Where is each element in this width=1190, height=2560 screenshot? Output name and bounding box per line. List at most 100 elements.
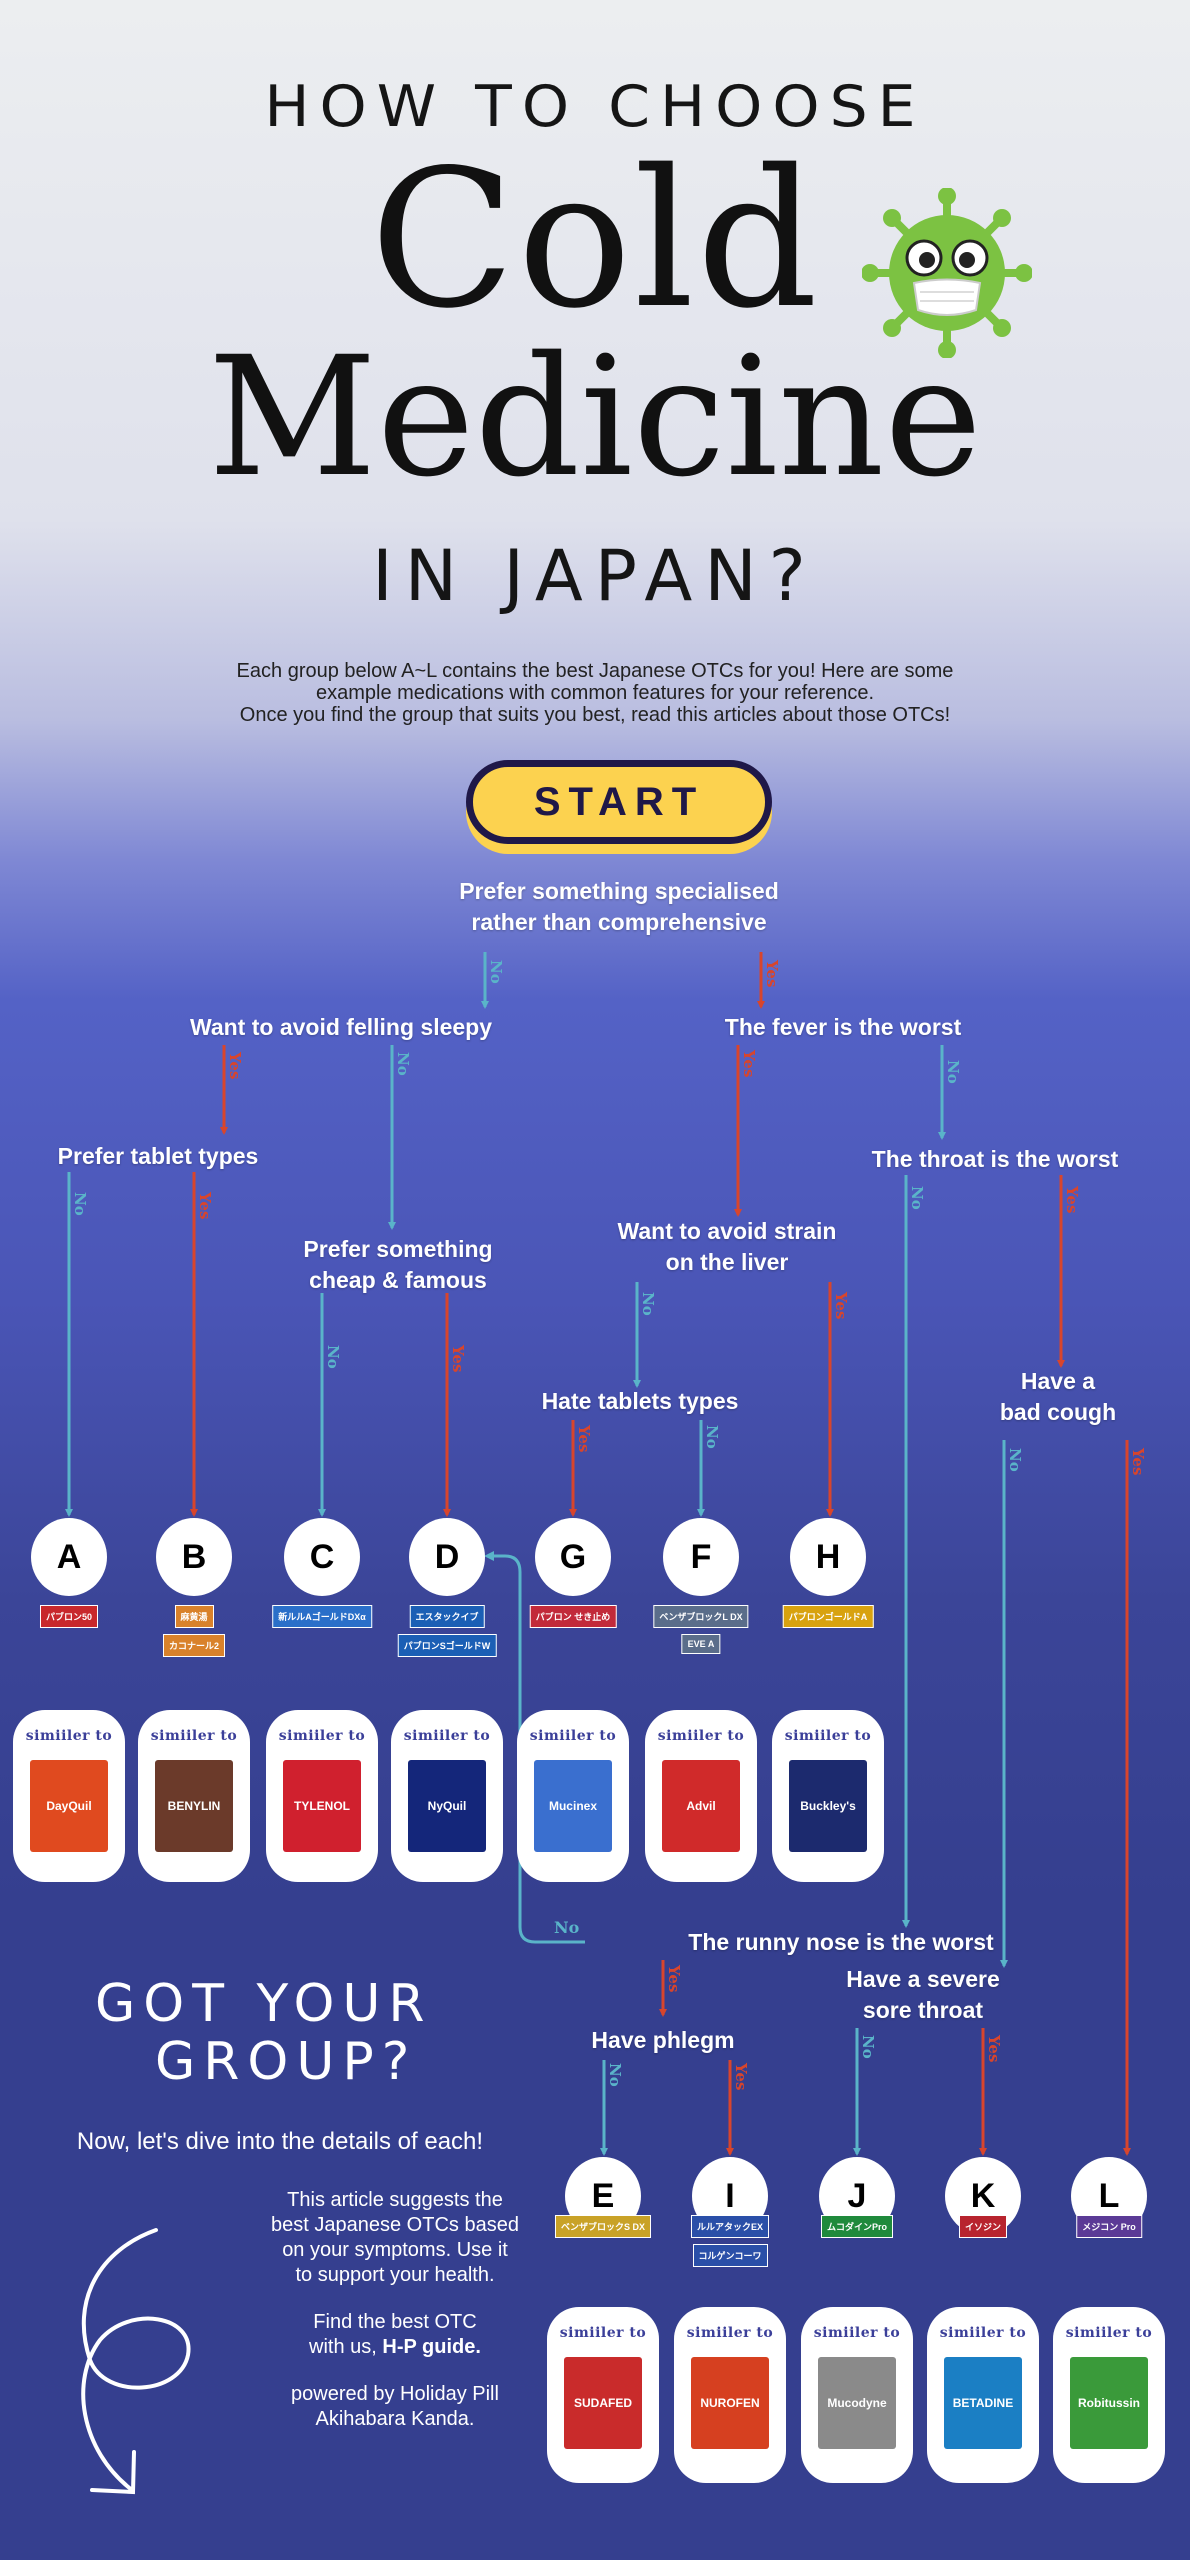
group-badge-d[interactable]: D xyxy=(409,1518,485,1596)
question-line: Want to avoid strain xyxy=(617,1218,837,1244)
question-line: Prefer something xyxy=(303,1236,493,1262)
similar-product-image: Mucodyne xyxy=(818,2357,896,2449)
virus-with-mask-icon xyxy=(862,188,1032,358)
question-line: sore throat xyxy=(862,1997,984,2023)
group-badge-g[interactable]: G xyxy=(535,1518,611,1596)
similar-to-label: simiiler to xyxy=(150,1728,238,1744)
japanese-products: ルルアタックEX コルゲンコーワ xyxy=(690,2215,770,2267)
title-how-to-choose: HOW TO CHOOSE xyxy=(264,73,926,141)
japanese-product-image: エスタックイブ xyxy=(409,1605,485,1628)
branch-label-yes: Yes xyxy=(196,1192,214,1220)
question-avoid-liver-strain: Want to avoid strain on the liver xyxy=(618,1216,837,1278)
info-line: to support your health. xyxy=(295,2264,495,2286)
japanese-product-image: コルゲンコーワ xyxy=(692,2244,768,2267)
similar-product-card: simiiler to TYLENOL xyxy=(266,1710,378,1882)
japanese-product-image: イソジン xyxy=(958,2215,1008,2238)
question-phlegm: Have phlegm xyxy=(591,2027,735,2053)
got-your-group-heading: GOT YOUR GROUP? xyxy=(95,1975,515,2091)
title-in-japan: IN JAPAN? xyxy=(372,535,818,617)
japanese-product-image: メジコン Pro xyxy=(1076,2215,1142,2238)
japanese-product-image: ベンザブロックS DX xyxy=(554,2215,652,2238)
similar-to-label: simiiler to xyxy=(1065,2325,1153,2341)
article-info: This article suggests the best Japanese … xyxy=(230,2188,560,2432)
similar-to-label: simiiler to xyxy=(278,1728,366,1744)
powered-by-line: powered by Holiday Pill xyxy=(291,2383,499,2405)
similar-product-card: simiiler to Mucinex xyxy=(517,1710,629,1882)
heading-line: GOT YOUR xyxy=(95,1974,433,2034)
branch-label-no: No xyxy=(394,1052,412,1076)
japanese-product-image: カコナール2 xyxy=(162,1634,226,1657)
branch-label-yes: Yes xyxy=(732,2063,750,2091)
japanese-product-image: パブロンSゴールドW xyxy=(397,1634,497,1657)
question-line: rather than comprehensive xyxy=(471,909,767,935)
japanese-product-image: パブロンゴールドA xyxy=(782,1605,874,1628)
japanese-products: パブロン50 xyxy=(39,1605,99,1628)
branch-label-no: No xyxy=(487,960,505,984)
branch-label-no: No xyxy=(908,1186,926,1210)
question-line: on the liver xyxy=(665,1249,789,1275)
intro-line: Once you find the group that suits you b… xyxy=(239,704,951,726)
similar-product-image: Mucinex xyxy=(534,1760,612,1852)
branch-label-yes: Yes xyxy=(575,1425,593,1453)
group-badge-a[interactable]: A xyxy=(31,1518,107,1596)
hp-guide-link[interactable]: H-P guide. xyxy=(382,2336,481,2358)
similar-product-image: Robitussin xyxy=(1070,2357,1148,2449)
branch-label-yes: Yes xyxy=(665,1965,683,1993)
branch-label-yes: Yes xyxy=(1063,1186,1081,1214)
japanese-product-image: ベンザブロックL DX xyxy=(653,1605,749,1628)
similar-to-label: simiiler to xyxy=(25,1728,113,1744)
japanese-product-image: ルルアタックEX xyxy=(690,2215,770,2238)
group-badge-b[interactable]: B xyxy=(156,1518,232,1596)
similar-product-image: BENYLIN xyxy=(155,1760,233,1852)
heading-line: GROUP? xyxy=(155,2032,418,2092)
similar-product-image: Advil xyxy=(662,1760,740,1852)
group-badge-c[interactable]: C xyxy=(284,1518,360,1596)
branch-label-no: No xyxy=(944,1060,962,1084)
japanese-product-image: ムコダインPro xyxy=(820,2215,894,2238)
similar-product-image: BETADINE xyxy=(944,2357,1022,2449)
similar-to-label: simiiler to xyxy=(529,1728,617,1744)
branch-label-no: No xyxy=(639,1292,657,1316)
japanese-products: エスタックイブパブロンSゴールドW xyxy=(397,1605,497,1657)
start-button[interactable]: START xyxy=(466,760,772,844)
similar-product-card: simiiler to BENYLIN xyxy=(138,1710,250,1882)
branch-label-yes: Yes xyxy=(763,960,781,988)
branch-label-yes: Yes xyxy=(226,1052,244,1080)
branch-label-no: No xyxy=(324,1345,342,1369)
question-line: Have a severe xyxy=(846,1966,1000,1992)
branch-label-yes: Yes xyxy=(449,1345,467,1373)
similar-product-card: simiiler to Advil xyxy=(645,1710,757,1882)
question-specialised: Prefer something specialised rather than … xyxy=(459,876,779,938)
question-line: bad cough xyxy=(999,1399,1117,1425)
info-line: on your symptoms. Use it xyxy=(282,2239,508,2261)
title-cold: Cold xyxy=(369,129,821,350)
similar-product-image: NyQuil xyxy=(408,1760,486,1852)
curly-arrow-icon xyxy=(81,2228,191,2495)
branch-label-yes: Yes xyxy=(985,2035,1003,2063)
similar-product-image: NUROFEN xyxy=(691,2357,769,2449)
branch-label-no: No xyxy=(859,2035,877,2059)
group-badge-h[interactable]: H xyxy=(790,1518,866,1596)
branch-label-no: No xyxy=(606,2063,624,2087)
powered-by-line: Akihabara Kanda. xyxy=(315,2408,475,2430)
japanese-products: 新ルルAゴールドDXα xyxy=(272,1605,372,1628)
title-medicine: Medicine xyxy=(207,321,983,513)
question-line: Prefer something specialised xyxy=(459,878,779,904)
intro-description: Each group below A~L contains the best J… xyxy=(200,660,990,726)
similar-product-image: TYLENOL xyxy=(283,1760,361,1852)
japanese-products: 麻黄湯カコナール2 xyxy=(162,1605,226,1657)
question-throat-worst: The throat is the worst xyxy=(871,1146,1119,1172)
info-line: best Japanese OTCs based xyxy=(271,2214,519,2236)
similar-to-label: simiiler to xyxy=(657,1728,745,1744)
info-line: This article suggests the xyxy=(287,2189,503,2211)
group-badge-f[interactable]: F xyxy=(663,1518,739,1596)
japanese-product-image: 新ルルAゴールドDXα xyxy=(272,1605,372,1628)
